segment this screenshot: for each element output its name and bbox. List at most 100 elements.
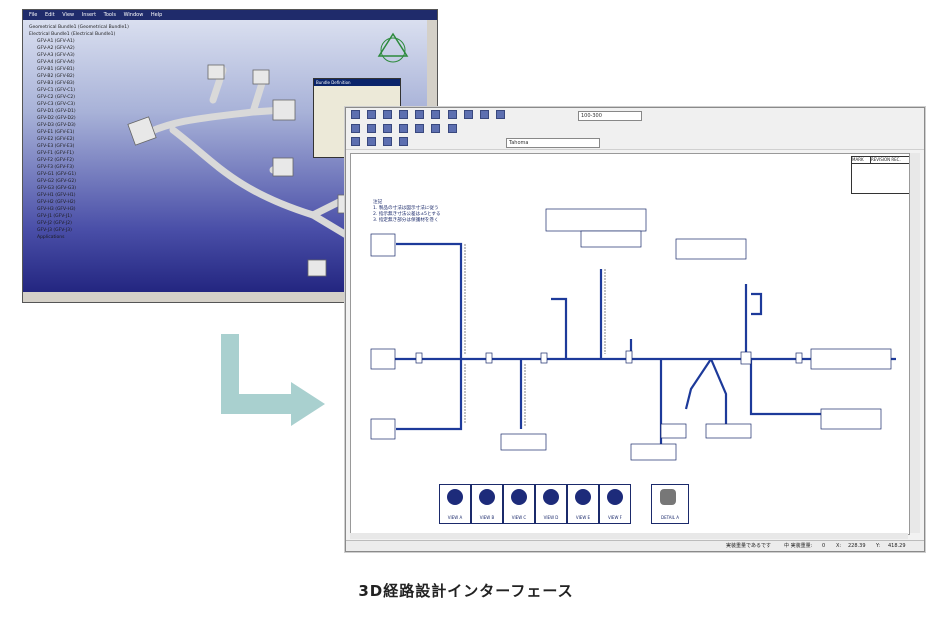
vertical-scrollbar[interactable] xyxy=(910,153,920,533)
move-up-icon[interactable] xyxy=(415,124,425,133)
fit-icon[interactable] xyxy=(383,124,393,133)
specification-tree[interactable]: Geometrical Bundle1 (Geometrical Bundle1… xyxy=(27,24,167,241)
clip-marker xyxy=(415,352,423,364)
connector-3d xyxy=(272,99,296,121)
zoom-out-icon[interactable] xyxy=(367,124,377,133)
rotate-icon[interactable] xyxy=(447,124,457,133)
drawing-canvas[interactable]: MARK REVISION REC. 注記 1. 製品の寸法は図示寸法に従う 2… xyxy=(350,153,910,535)
tree-item[interactable]: GFV-F1 (GFV-F1) xyxy=(37,151,74,156)
zoom-combo[interactable]: 100-300 xyxy=(578,111,642,121)
menu-window[interactable]: Window xyxy=(123,12,144,18)
menu-help[interactable]: Help xyxy=(150,12,163,18)
tree-item[interactable]: GFV-E1 (GFV-E1) xyxy=(37,130,75,135)
tree-item[interactable]: GFV-F2 (GFV-F2) xyxy=(37,158,74,163)
cad-menu-bar[interactable]: File Edit View Insert Tools Window Help xyxy=(23,10,437,20)
view-box: DETAIL A xyxy=(651,484,689,524)
undo-icon[interactable] xyxy=(399,110,409,119)
tree-item[interactable]: GFV-A3 (GFV-A3) xyxy=(37,53,75,58)
tree-item[interactable]: GFV-B3 (GFV-B3) xyxy=(37,81,75,86)
revision-table: MARK REVISION REC. xyxy=(851,156,909,194)
redo-icon[interactable] xyxy=(415,110,425,119)
schematic-2d-window[interactable]: 100-300 Tahoma MARK REVISION REC. 注記 1. … xyxy=(345,107,925,552)
zoom-in-icon[interactable] xyxy=(351,124,360,133)
tree-item[interactable]: GFV-B1 (GFV-B1) xyxy=(37,67,75,72)
revision-header-rec: REVISION REC. xyxy=(871,157,901,162)
tree-item[interactable]: GFV-H2 (GFV-H2) xyxy=(37,200,76,205)
status-mid: 中 実装重量: xyxy=(784,543,813,549)
grid-icon[interactable] xyxy=(495,110,505,119)
tree-item[interactable]: Electrical Bundle1 (Electrical Bundle1) xyxy=(29,32,116,37)
view-symbol-icon xyxy=(575,489,591,505)
toolbar-row-3[interactable] xyxy=(346,135,924,150)
tree-item[interactable]: GFV-F3 (GFV-F3) xyxy=(37,165,74,170)
tree-item[interactable]: GFV-G2 (GFV-G2) xyxy=(37,179,76,184)
tree-item[interactable]: GFV-G1 (GFV-G1) xyxy=(37,172,76,177)
bottom-toolbar[interactable] xyxy=(23,292,437,302)
clip-marker xyxy=(540,352,548,364)
tree-item[interactable]: GFV-C2 (GFV-C2) xyxy=(37,95,75,100)
layer-icon[interactable] xyxy=(399,124,409,133)
toolbar-row-2[interactable] xyxy=(346,122,924,136)
connector-block xyxy=(820,408,882,430)
harness-3d-view[interactable] xyxy=(113,40,413,290)
connector-block xyxy=(675,238,747,260)
tree-item[interactable]: GFV-C1 (GFV-C1) xyxy=(37,88,75,93)
branch-wire xyxy=(684,358,712,410)
copy-icon[interactable] xyxy=(447,110,457,119)
save-icon[interactable] xyxy=(383,110,393,119)
view-label: VIEW C xyxy=(511,515,527,520)
tree-item[interactable]: GFV-A4 (GFV-A4) xyxy=(37,60,75,65)
tree-item[interactable]: Applications xyxy=(37,235,65,240)
menu-view[interactable]: View xyxy=(62,12,75,18)
tree-item[interactable]: GFV-D1 (GFV-D1) xyxy=(37,109,76,114)
shape-circle-icon[interactable] xyxy=(383,137,393,146)
connector-block xyxy=(630,443,677,461)
note-line: 3. 指定無き部分は保護材を巻く xyxy=(373,218,439,223)
tree-item[interactable]: GFV-G3 (GFV-G3) xyxy=(37,186,76,191)
menu-insert[interactable]: Insert xyxy=(81,12,97,18)
branch-wire xyxy=(396,359,463,431)
new-icon[interactable] xyxy=(351,110,360,119)
view-label: VIEW A xyxy=(447,515,463,520)
wiring-schematic[interactable] xyxy=(351,154,909,534)
move-down-icon[interactable] xyxy=(431,124,441,133)
paste-icon[interactable] xyxy=(463,110,473,119)
tree-item[interactable]: GFV-A1 (GFV-A1) xyxy=(37,39,75,44)
bundle-segment xyxy=(249,76,267,116)
tree-item[interactable]: GFV-H3 (GFV-H3) xyxy=(37,207,76,212)
tree-item[interactable]: GFV-E2 (GFV-E2) xyxy=(37,137,75,142)
tree-item[interactable]: GFV-C3 (GFV-C3) xyxy=(37,102,75,107)
tree-item[interactable]: Geometrical Bundle1 (Geometrical Bundle1… xyxy=(29,25,129,30)
tree-item[interactable]: GFV-E3 (GFV-E3) xyxy=(37,144,75,149)
connector-block xyxy=(705,423,752,439)
tree-item[interactable]: GFV-D3 (GFV-D3) xyxy=(37,123,76,128)
tree-item[interactable]: GFV-J1 (GFV-J1) xyxy=(37,214,72,219)
text-tool-icon[interactable] xyxy=(399,137,409,146)
view-box: VIEW B xyxy=(471,484,503,524)
status-x-value: 228.39 xyxy=(848,543,866,549)
branch-wire xyxy=(709,358,728,424)
tree-item[interactable]: GFV-J3 (GFV-J3) xyxy=(37,228,72,233)
tree-item[interactable]: GFV-A2 (GFV-A2) xyxy=(37,46,75,51)
open-icon[interactable] xyxy=(367,110,377,119)
cut-icon[interactable] xyxy=(431,110,441,119)
tree-item[interactable]: GFV-D2 (GFV-D2) xyxy=(37,116,76,121)
tree-item[interactable]: GFV-H1 (GFV-H1) xyxy=(37,193,76,198)
shape-rect-icon[interactable] xyxy=(367,137,377,146)
tree-item[interactable]: GFV-B2 (GFV-B2) xyxy=(37,74,75,79)
tree-item[interactable]: GFV-J2 (GFV-J2) xyxy=(37,221,72,226)
horizontal-scrollbar[interactable] xyxy=(350,533,908,539)
bundle-segment xyxy=(139,106,287,139)
zoom-icon[interactable] xyxy=(479,110,489,119)
shape-line-icon[interactable] xyxy=(351,137,360,146)
compass-icon[interactable] xyxy=(373,30,413,70)
view-label: VIEW B xyxy=(479,515,495,520)
view-symbol-icon xyxy=(607,489,623,505)
menu-file[interactable]: File xyxy=(29,12,38,18)
menu-edit[interactable]: Edit xyxy=(44,12,55,18)
font-combo[interactable]: Tahoma xyxy=(506,138,600,148)
clip-marker xyxy=(795,352,803,364)
menu-tools[interactable]: Tools xyxy=(103,12,116,18)
branch-wire xyxy=(396,242,463,359)
status-y-label: Y: xyxy=(876,543,881,549)
